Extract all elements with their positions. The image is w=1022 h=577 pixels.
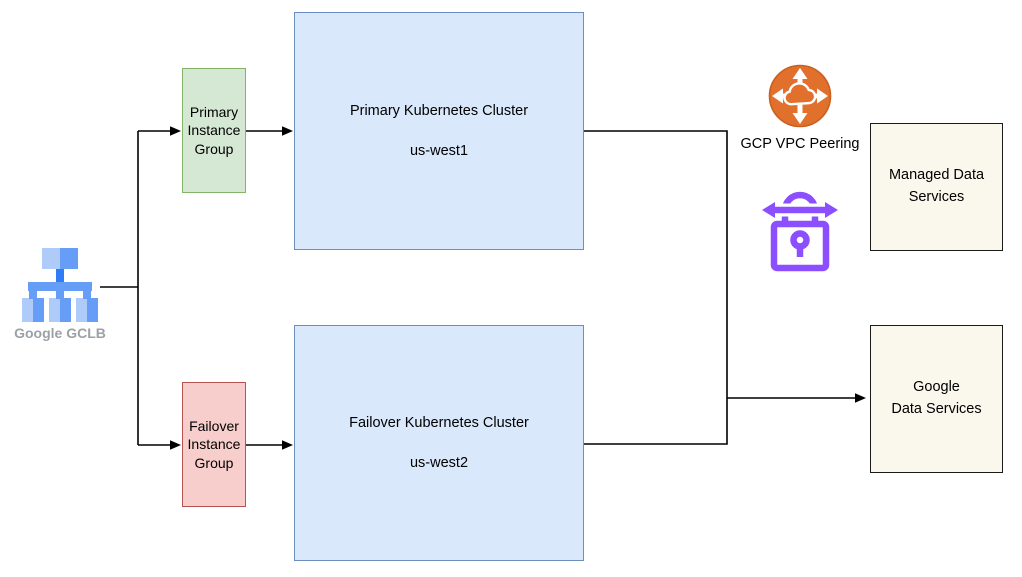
gclb-node: Google GCLB: [8, 248, 112, 348]
lock-with-bidirectional-arrow-icon: [762, 191, 838, 272]
arrowhead-primary-cluster: [282, 126, 293, 136]
vpc-peering-label: GCP VPC Peering: [740, 136, 860, 152]
primary-instance-group-box: Primary Instance Group: [182, 68, 246, 193]
vpc-peering-node: GCP VPC Peering: [735, 64, 865, 160]
arrowhead-failover-ig: [170, 440, 181, 450]
failover-instance-group-label: Failover Instance Group: [187, 418, 241, 471]
primary-kubernetes-cluster-box: Primary Kubernetes Cluster us-west1: [294, 12, 584, 250]
google-data-services-label-line2: Data Services: [891, 401, 982, 417]
primary-instance-group-label: Primary Instance Group: [187, 104, 241, 157]
failover-cluster-title: Failover Kubernetes Cluster: [349, 415, 529, 431]
arrowhead-failover-cluster: [282, 440, 293, 450]
gclb-label: Google GCLB: [14, 325, 106, 341]
cloud-peering-arrows-icon: [768, 64, 832, 128]
primary-cluster-title: Primary Kubernetes Cluster: [349, 103, 529, 119]
secure-peering-node: [760, 176, 840, 272]
failover-cluster-region: us-west2: [409, 455, 469, 471]
managed-data-services-box: Managed Data Services: [870, 123, 1003, 251]
arrowhead-google-data: [855, 393, 866, 403]
primary-cluster-region: us-west1: [409, 143, 469, 159]
failover-kubernetes-cluster-box: Failover Kubernetes Cluster us-west2: [294, 325, 584, 561]
google-data-services-box: Google Data Services: [870, 325, 1003, 473]
connector-clusters-join: [584, 130, 728, 445]
google-data-services-label-line1: Google: [913, 379, 960, 396]
arrowhead-primary-ig: [170, 126, 181, 136]
failover-instance-group-box: Failover Instance Group: [182, 382, 246, 507]
load-balancer-tree-icon: [22, 248, 98, 322]
managed-data-services-label-line2: Services: [908, 189, 965, 205]
managed-data-services-label-line1: Managed Data: [888, 167, 985, 184]
